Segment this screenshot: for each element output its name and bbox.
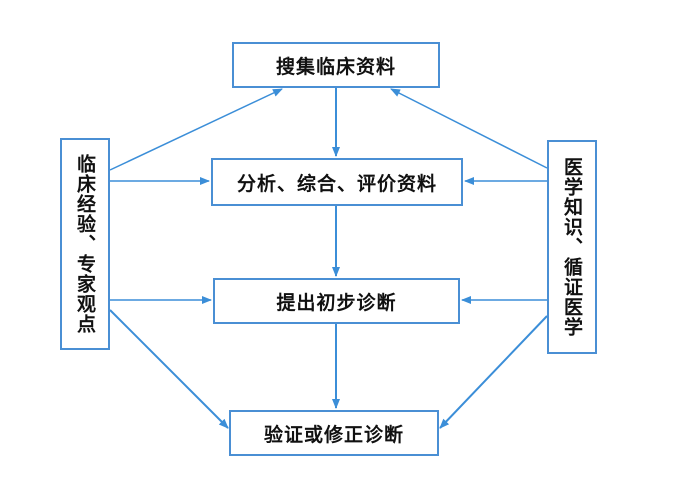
node-initial-label: 提出初步诊断 bbox=[276, 291, 397, 314]
node-verify-label: 验证或修正诊断 bbox=[263, 423, 404, 446]
arrow-left-to-verify bbox=[109, 309, 229, 429]
node-initial-diagnosis: 提出初步诊断 bbox=[213, 278, 460, 324]
arrow-right-to-collect bbox=[390, 88, 548, 169]
node-medical-knowledge: 医学知识、循证医学 bbox=[547, 140, 597, 354]
node-collect-label: 搜集临床资料 bbox=[275, 55, 396, 78]
node-collect-clinical-data: 搜集临床资料 bbox=[232, 42, 440, 88]
node-clinical-experience: 临床经验、专家观点 bbox=[60, 138, 110, 350]
node-analyze-evaluate-data: 分析、综合、评价资料 bbox=[211, 158, 463, 206]
node-right-label: 医学知识、循证医学 bbox=[561, 157, 583, 337]
arrow-left-to-collect bbox=[109, 88, 283, 171]
arrow-right-to-verify bbox=[439, 315, 548, 429]
node-verify-diagnosis: 验证或修正诊断 bbox=[229, 410, 439, 456]
node-analyze-label: 分析、综合、评价资料 bbox=[236, 172, 437, 195]
node-left-label: 临床经验、专家观点 bbox=[74, 154, 96, 334]
